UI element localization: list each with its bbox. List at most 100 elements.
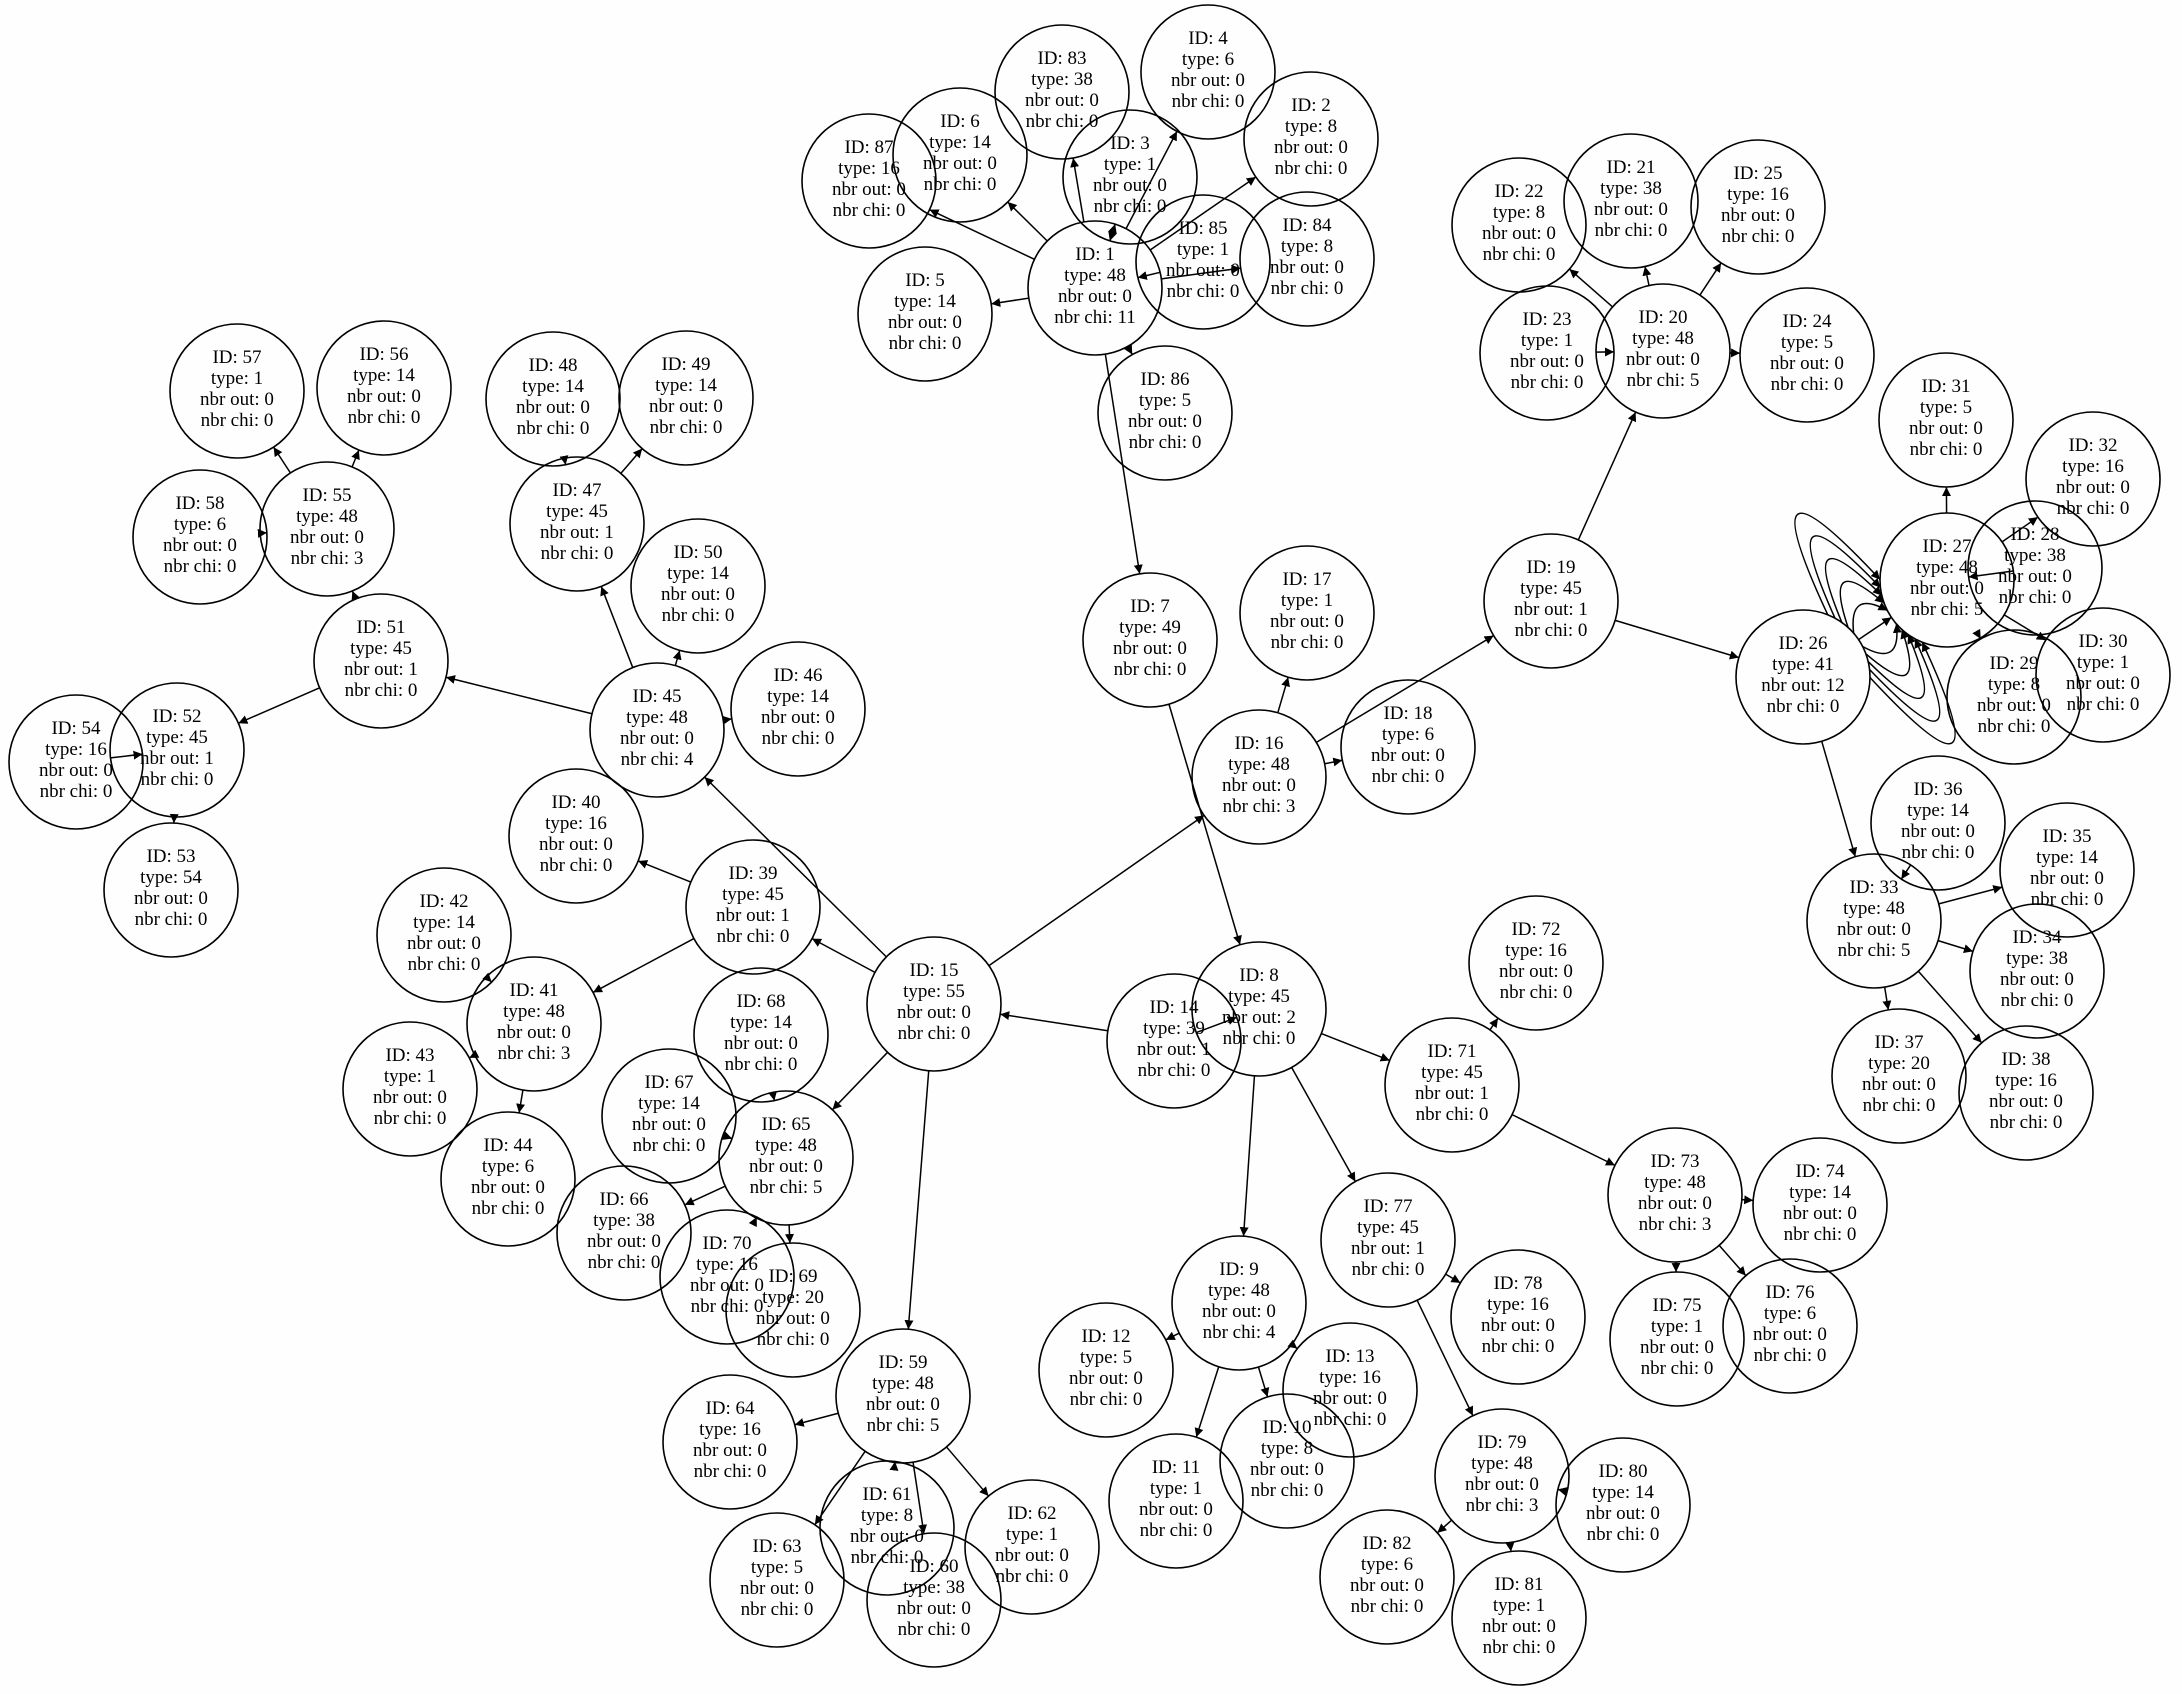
node-circle	[1135, 194, 1271, 330]
node-id-label: ID: 35	[2042, 826, 2091, 847]
node-type-label: type: 14	[730, 1012, 792, 1033]
edge-15-16	[988, 814, 1205, 967]
node-id-label: ID: 33	[1849, 877, 1898, 898]
node-out-label: nbr out: 0	[539, 834, 613, 855]
node-id-label: ID: 46	[773, 665, 822, 686]
edge-8-14	[1196, 1016, 1237, 1034]
node-out-label: nbr out: 1	[1351, 1238, 1425, 1259]
node-chi-label: nbr chi: 0	[1910, 439, 1983, 460]
node-chi-label: nbr chi: 5	[1838, 940, 1911, 961]
node-type-label: type: 6	[1382, 724, 1434, 745]
node-type-label: type: 14	[929, 132, 991, 153]
node-type-label: type: 45	[1421, 1062, 1483, 1083]
node-circle	[169, 323, 305, 459]
node-id-label: ID: 60	[909, 1556, 958, 1577]
node-id-label: ID: 16	[1234, 733, 1283, 754]
node-circle	[730, 641, 866, 777]
edge-26-27	[1867, 634, 1926, 700]
node-type-label: type: 14	[655, 375, 717, 396]
node-id-label: ID: 41	[509, 980, 558, 1001]
edge-41-43	[468, 1049, 480, 1059]
node-out-label: nbr out: 1	[716, 905, 790, 926]
node-id-label: ID: 53	[146, 846, 195, 867]
node-id-label: ID: 27	[1922, 536, 1971, 557]
node-chi-label: nbr chi: 0	[1595, 220, 1668, 241]
node-type-label: type: 5	[1781, 332, 1833, 353]
node-out-label: nbr out: 0	[2066, 673, 2140, 694]
node-id-label: ID: 1	[1075, 244, 1115, 265]
node-circle	[1191, 709, 1327, 845]
node-out-label: nbr out: 0	[2056, 477, 2130, 498]
node-circle	[1555, 1437, 1691, 1573]
node-chi-label: nbr chi: 0	[1990, 1112, 2063, 1133]
node-type-label: type: 45	[546, 501, 608, 522]
node-id-label: ID: 13	[1325, 1346, 1374, 1367]
node-chi-label: nbr chi: 0	[762, 728, 835, 749]
node-id-label: ID: 32	[2068, 435, 2117, 456]
node-id-label: ID: 51	[356, 617, 405, 638]
edge-79-81	[1505, 1542, 1515, 1552]
node-out-label: nbr out: 0	[1222, 775, 1296, 796]
node-out-label: nbr out: 0	[832, 179, 906, 200]
node-chi-label: nbr chi: 0	[1483, 244, 1556, 265]
node-out-label: nbr out: 0	[761, 707, 835, 728]
node-id-label: ID: 64	[705, 1398, 755, 1419]
node-type-label: type: 20	[1868, 1053, 1930, 1074]
node-out-label: nbr out: 0	[897, 1002, 971, 1023]
node-id-label: ID: 11	[1152, 1457, 1200, 1478]
node-chi-label: nbr chi: 0	[1138, 1060, 1211, 1081]
node-chi-label: nbr chi: 0	[1771, 374, 1844, 395]
node-id-label: ID: 45	[632, 686, 681, 707]
node-out-label: nbr out: 0	[756, 1308, 830, 1329]
edge-65-67	[722, 1131, 733, 1140]
node-type-label: type: 14	[1907, 800, 1969, 821]
node-out-label: nbr out: 0	[1113, 638, 1187, 659]
node-chi-label: nbr chi: 0	[1416, 1104, 1489, 1125]
node-chi-label: nbr chi: 0	[650, 417, 723, 438]
edge-79-80	[1557, 1487, 1568, 1496]
edge-26-27	[1869, 641, 1956, 745]
node-id-label: ID: 69	[768, 1266, 817, 1287]
node-id-label: ID: 38	[2001, 1049, 2050, 1070]
node-circle	[1690, 139, 1826, 275]
node-chi-label: nbr chi: 0	[1070, 1389, 1143, 1410]
edge-51-55	[351, 590, 360, 602]
node-type-label: type: 1	[1104, 154, 1156, 175]
node-type-label: type: 16	[838, 158, 900, 179]
node-type-label: type: 16	[1505, 940, 1567, 961]
node-type-label: type: 45	[1228, 986, 1290, 1007]
node-type-label: type: 14	[894, 291, 956, 312]
node-circle	[1038, 1302, 1174, 1438]
node-type-label: type: 20	[762, 1287, 824, 1308]
node-chi-label: nbr chi: 0	[472, 1198, 545, 1219]
node-out-label: nbr out: 0	[200, 389, 274, 410]
node-circle	[709, 1512, 845, 1648]
edge-47-49	[620, 448, 643, 474]
node-out-label: nbr out: 0	[587, 1231, 661, 1252]
edge-9-12	[1165, 1331, 1180, 1341]
node-chi-label: nbr chi: 0	[1314, 1409, 1387, 1430]
node-chi-label: nbr chi: 0	[1114, 659, 1187, 680]
node-type-label: type: 48	[1208, 1280, 1270, 1301]
node-id-label: ID: 83	[1037, 48, 1086, 69]
node-id-label: ID: 81	[1494, 1574, 1543, 1595]
node-id-label: ID: 58	[175, 493, 224, 514]
node-out-label: nbr out: 0	[1638, 1193, 1712, 1214]
node-circle	[1082, 572, 1218, 708]
node-type-label: type: 38	[1600, 178, 1662, 199]
node-out-label: nbr out: 0	[1058, 286, 1132, 307]
node-type-label: type: 14	[1592, 1482, 1654, 1503]
node-type-label: type: 8	[1493, 202, 1545, 223]
node-type-label: type: 1	[2077, 652, 2129, 673]
